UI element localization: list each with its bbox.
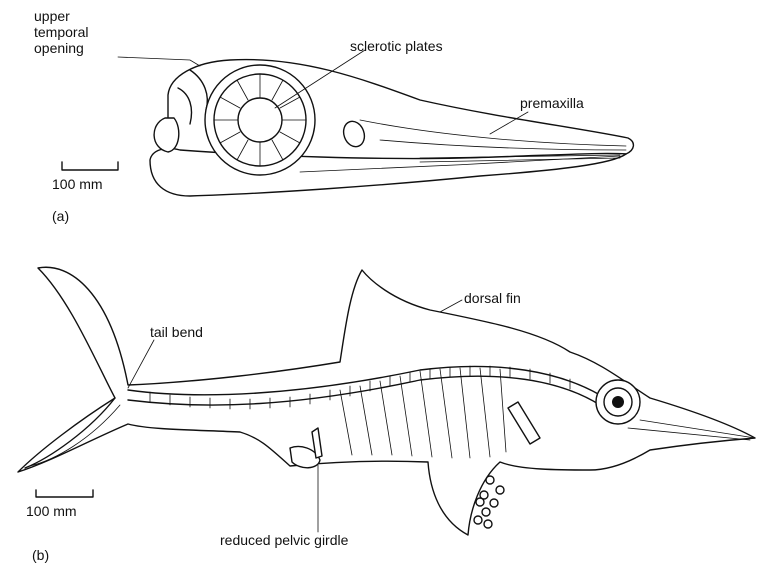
panel-label-a: (a) (52, 208, 69, 224)
scale-bar-label-a: 100 mm (52, 176, 103, 192)
leader-tail-bend (128, 340, 154, 388)
skull-drawing (62, 50, 633, 196)
callout-reduced-pelvic-girdle: reduced pelvic girdle (220, 532, 348, 548)
leader-dorsal (440, 300, 462, 312)
callout-dorsal-fin: dorsal fin (464, 290, 521, 306)
body-drawing (18, 267, 755, 535)
callout-upper-temporal-opening: upper temporal opening (34, 8, 88, 56)
scale-bar-a (62, 162, 118, 170)
callout-sclerotic-plates: sclerotic plates (350, 38, 443, 54)
leader-temporal (118, 57, 200, 66)
occipital-bump (154, 118, 179, 152)
panel-label-b: (b) (32, 547, 49, 563)
callout-tail-bend: tail bend (150, 324, 203, 340)
body-outline (18, 267, 755, 535)
scale-bar-label-b: 100 mm (26, 503, 77, 519)
scale-bar-b (36, 490, 93, 497)
callout-premaxilla: premaxilla (520, 95, 584, 111)
pupil (238, 98, 282, 142)
